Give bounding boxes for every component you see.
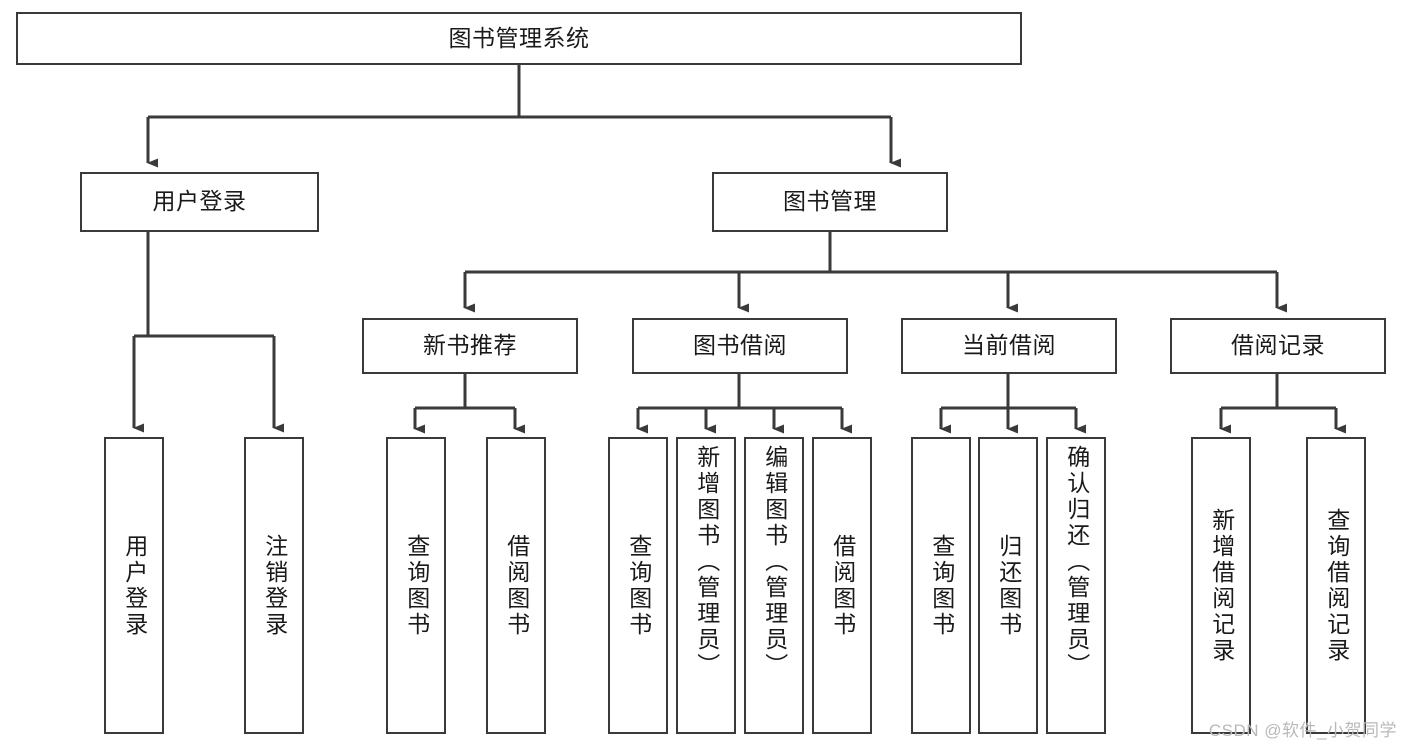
leaf-user-logout[interactable]: 注销登录 xyxy=(244,437,304,734)
node-label: 用户登录 xyxy=(121,533,148,638)
node-label: 查询图书 xyxy=(928,533,955,638)
leaf-add-book[interactable]: 新增图书（管理员） xyxy=(676,437,736,734)
leaf-confirm-return[interactable]: 确认归还（管理员） xyxy=(1046,437,1106,734)
leaf-query-record[interactable]: 查询借阅记录 xyxy=(1306,437,1366,734)
node-label: 借阅图书 xyxy=(829,533,856,638)
node-user-login[interactable]: 用户登录 xyxy=(80,172,319,232)
leaf-return-book[interactable]: 归还图书 xyxy=(978,437,1038,734)
node-label: 用户登录 xyxy=(152,188,247,215)
node-label: 编辑图书（管理员） xyxy=(761,445,788,679)
node-label: 注销登录 xyxy=(261,533,288,638)
leaf-add-record[interactable]: 新增借阅记录 xyxy=(1191,437,1251,734)
node-label: 图书管理 xyxy=(783,188,877,215)
node-label: 确认归还（管理员） xyxy=(1063,445,1090,679)
node-book-borrow[interactable]: 图书借阅 xyxy=(632,318,848,374)
node-label: 图书管理系统 xyxy=(448,24,590,51)
node-label: 新增图书（管理员） xyxy=(693,445,720,679)
node-label: 查询图书 xyxy=(403,533,430,638)
leaf-user-login[interactable]: 用户登录 xyxy=(104,437,164,734)
node-label: 新增借阅记录 xyxy=(1208,507,1235,664)
node-label: 当前借阅 xyxy=(962,332,1056,359)
node-label: 查询借阅记录 xyxy=(1323,507,1350,664)
leaf-query-book-3[interactable]: 查询图书 xyxy=(911,437,971,734)
node-book-manage[interactable]: 图书管理 xyxy=(712,172,948,232)
node-root-system[interactable]: 图书管理系统 xyxy=(16,12,1022,65)
leaf-borrow-book-1[interactable]: 借阅图书 xyxy=(486,437,546,734)
node-current-borrow[interactable]: 当前借阅 xyxy=(901,318,1117,374)
node-label: 查询图书 xyxy=(625,533,652,638)
node-label: 借阅图书 xyxy=(503,533,530,638)
node-borrow-record[interactable]: 借阅记录 xyxy=(1170,318,1386,374)
node-label: 借阅记录 xyxy=(1231,332,1325,359)
node-label: 归还图书 xyxy=(995,533,1022,638)
csdn-watermark: CSDN @软件_小贺同学 xyxy=(1208,721,1397,740)
node-label: 图书借阅 xyxy=(693,332,787,359)
leaf-edit-book[interactable]: 编辑图书（管理员） xyxy=(744,437,804,734)
node-new-book-recommend[interactable]: 新书推荐 xyxy=(362,318,578,374)
leaf-query-book-2[interactable]: 查询图书 xyxy=(608,437,668,734)
leaf-query-book-1[interactable]: 查询图书 xyxy=(386,437,446,734)
node-label: 新书推荐 xyxy=(423,332,517,359)
leaf-borrow-book-2[interactable]: 借阅图书 xyxy=(812,437,872,734)
